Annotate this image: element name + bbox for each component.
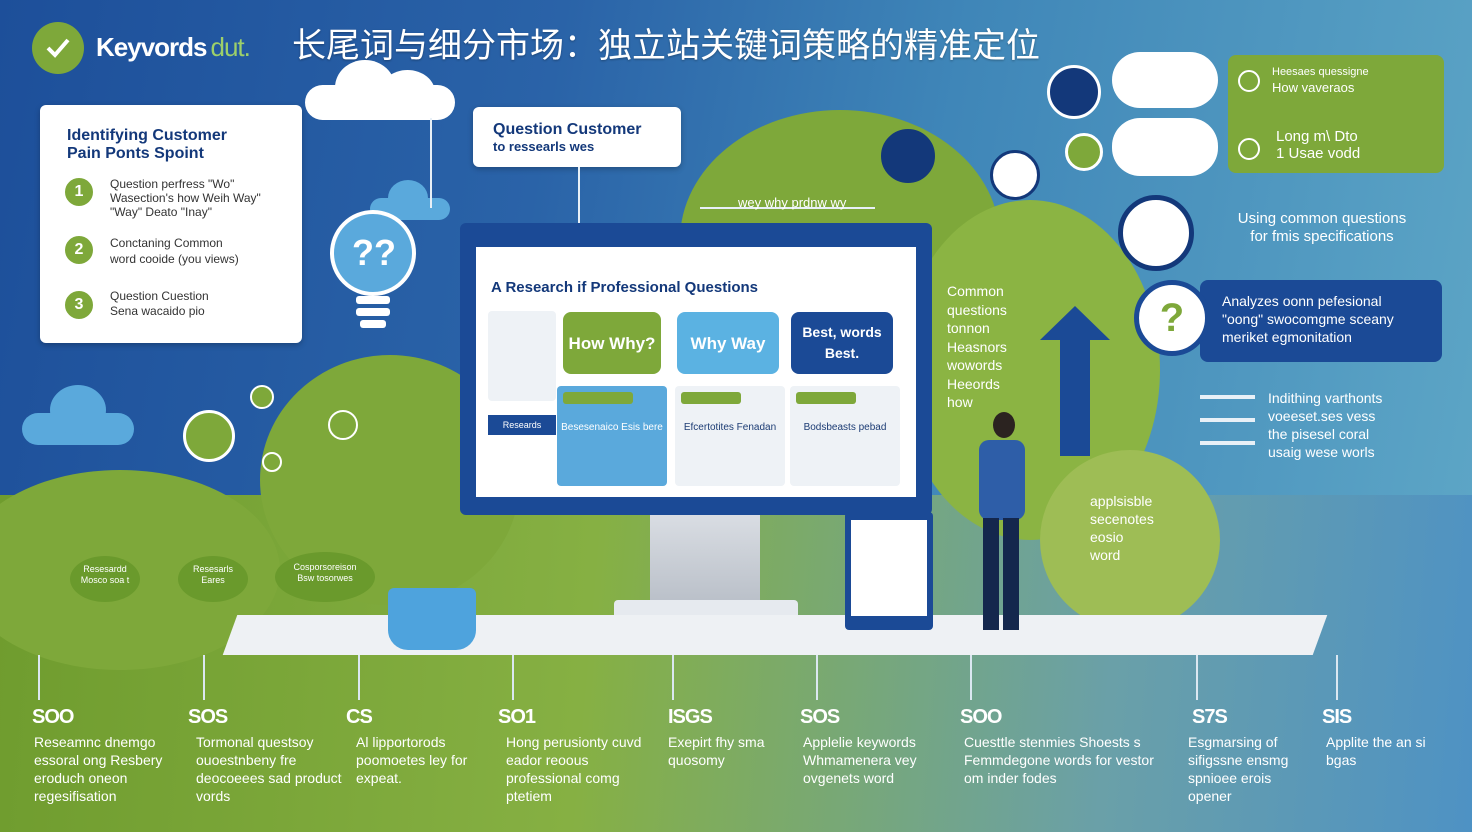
check-leaf-icon <box>46 38 70 58</box>
card-why-way[interactable]: Why Way <box>677 312 779 374</box>
card-best-words[interactable]: Best, words Best. <box>791 312 893 374</box>
monitor-stand <box>650 515 760 605</box>
question-card-line2: to ressearls wes <box>493 139 595 154</box>
pain-points-card: Identifying Customer Pain Ponts Spoint 1… <box>40 105 302 343</box>
step-1-text: Question perfress "Wo"Wasection's how We… <box>110 177 261 219</box>
stat-5-desc: Exepirt fhy sma quosomy <box>668 734 765 768</box>
stat-9-number: SIS <box>1322 706 1352 728</box>
leaf-badge-icon <box>877 125 939 187</box>
tablet <box>845 512 933 630</box>
wavy-label: wey why prdnw wy <box>738 195 847 210</box>
stat-1-desc: Reseamnc dnemgo essoral ong Resbery erod… <box>34 734 163 804</box>
question-bubble-icon: ? <box>1134 280 1210 356</box>
right-mid2-text: Analyzes oonn pefesional"oong" swocomgme… <box>1222 293 1394 345</box>
logo-badge <box>32 22 84 74</box>
mini-panel-3: Bodsbeasts pebad <box>790 386 900 486</box>
stat-4-desc: Hong perusionty cuvd eador reoous profes… <box>506 734 642 804</box>
stat-1-number: SOO <box>32 706 74 728</box>
question-card-line1: Question Customer <box>493 121 642 138</box>
step-3-badge: 3 <box>62 288 96 322</box>
stat-6-desc: Applelie keywords Whmamenera vey ovgenet… <box>803 734 917 786</box>
tag-badge-icon <box>1047 65 1101 119</box>
speech-bubble-top <box>1112 52 1218 108</box>
analyze-panel <box>1200 280 1442 362</box>
stat-9-desc: Applite the an si bgas <box>1326 734 1426 768</box>
right-top-panel <box>1228 55 1444 173</box>
globe-bubble-icon <box>1118 195 1194 271</box>
screen-side-tag: Researds <box>488 415 556 435</box>
stat-6-number: SOS <box>800 706 840 728</box>
card-title: Identifying Customer Pain Ponts Spoint <box>67 127 228 162</box>
mini-panel-1: Besesenaico Esis bere <box>557 386 667 486</box>
dot-badge-2 <box>328 410 358 440</box>
stat-3-desc: Al lipportorods poomoetes ley for expeat… <box>356 734 468 786</box>
stat-2-desc: Tormonal questsoy ouoestnbeny fre deocoe… <box>196 734 342 804</box>
globe-icon <box>1238 70 1260 92</box>
check-badge-icon <box>1065 133 1103 171</box>
plant-pot <box>388 588 476 650</box>
screen-sidebar <box>488 311 556 401</box>
stat-3-number: CS <box>346 706 373 728</box>
stat-5-number: ISGS <box>668 706 713 728</box>
hill-right-low <box>1040 450 1220 630</box>
stat-7-number: SOO <box>960 706 1002 728</box>
cloud-bottom-left <box>22 385 134 445</box>
stat-2-number: SOS <box>188 706 228 728</box>
screen-title: A Research if Professional Questions <box>491 279 759 296</box>
dot-badge-1 <box>250 385 274 409</box>
mini-panel-2: Efcertotites Fenadan <box>675 386 785 486</box>
question-customer-card: Question Customer to ressearls wes <box>473 107 681 167</box>
card-how-why[interactable]: How Why? <box>563 312 661 374</box>
person-figure <box>965 412 1045 637</box>
avatar <box>990 150 1040 200</box>
step-2-badge: 2 <box>62 233 96 267</box>
arrow-up-icon <box>1040 306 1110 456</box>
lightbulb-icon: ?? <box>330 210 416 335</box>
globe-icon-2 <box>1238 138 1260 160</box>
stat-7-desc: Cuesttle stenmies Shoests s Femmdegone w… <box>964 734 1154 786</box>
page-title: 长尾词与细分市场：独立站关键词策略的精准定位 <box>292 26 1040 66</box>
step-1-badge: 1 <box>62 175 96 209</box>
dot-badge-3 <box>262 452 282 472</box>
stat-4-number: SO1 <box>498 706 536 728</box>
stat-8-number: S7S <box>1192 706 1228 728</box>
speech-bubble-mid <box>1112 118 1218 176</box>
stat-8-desc: Esgmarsing of sifigssne ensmg spnioee er… <box>1188 734 1289 804</box>
chat-badge-icon <box>183 410 235 462</box>
cloud-top <box>305 60 455 120</box>
